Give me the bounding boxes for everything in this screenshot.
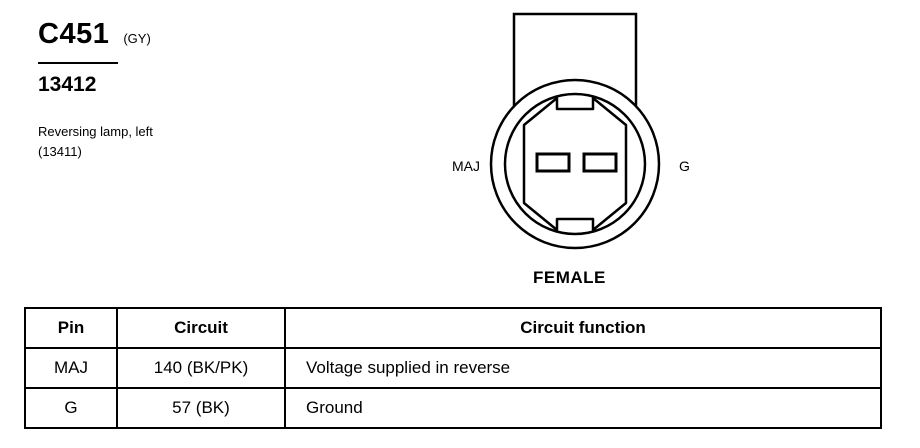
description-line-1: Reversing lamp, left	[38, 124, 153, 139]
cell-pin: G	[24, 387, 118, 429]
connector-housing	[512, 12, 638, 108]
header-circuit-function: Circuit function	[284, 307, 882, 349]
pin-table: Pin Circuit Circuit function MAJ 140 (BK…	[24, 307, 882, 429]
cell-function: Voltage supplied in reverse	[284, 347, 882, 389]
connector-description: Reversing lamp, left (13411)	[38, 122, 153, 162]
cell-circuit: 57 (BK)	[116, 387, 286, 429]
description-line-2: (13411)	[38, 144, 82, 159]
pin-label-g: G	[679, 158, 690, 174]
inner-ring	[503, 92, 647, 236]
table-header-row: Pin Circuit Circuit function	[24, 307, 882, 349]
part-number: 13412	[38, 73, 97, 96]
header-pin: Pin	[24, 307, 118, 349]
terminal-cavity-g	[582, 152, 618, 173]
connector-color-code: (GY)	[123, 31, 151, 46]
cell-circuit: 140 (BK/PK)	[116, 347, 286, 389]
connector-id: C451	[38, 18, 110, 50]
terminal-cavity-maj	[535, 152, 571, 173]
title-row: C451 (GY)	[38, 18, 288, 51]
connector-face-diagram: MAJ G FEMALE	[420, 0, 740, 300]
cell-pin: MAJ	[24, 347, 118, 389]
connector-face-drawing	[489, 12, 661, 250]
outer-ring	[489, 78, 661, 250]
table-row: G 57 (BK) Ground	[24, 387, 882, 429]
table-row: MAJ 140 (BK/PK) Voltage supplied in reve…	[24, 347, 882, 389]
keyed-insert	[522, 96, 628, 232]
gender-label: FEMALE	[533, 268, 606, 287]
header-circuit: Circuit	[116, 307, 286, 349]
connector-header: C451 (GY) 13412 Reversing lamp, left (13…	[38, 18, 288, 159]
pin-label-maj: MAJ	[452, 158, 480, 174]
title-underline	[38, 62, 118, 64]
cell-function: Ground	[284, 387, 882, 429]
